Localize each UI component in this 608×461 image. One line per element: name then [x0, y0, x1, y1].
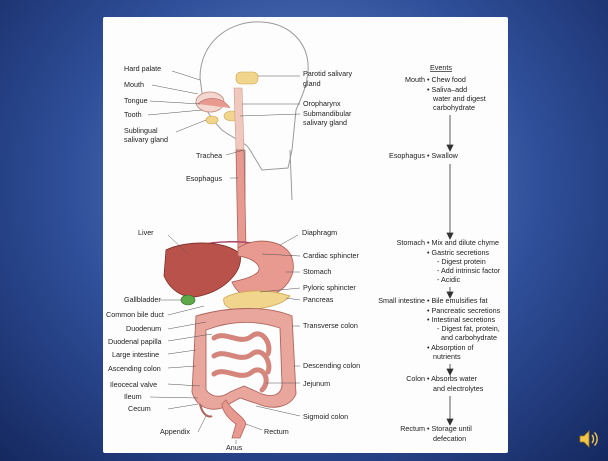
label-tooth: Tooth — [124, 110, 142, 119]
small-intestine — [214, 334, 269, 390]
event-mouth-line-1: • Chew food — [427, 75, 466, 84]
event-mouth-line-2: • Saliva–add — [427, 85, 467, 94]
label-gallbladder: Gallbladder — [124, 295, 161, 304]
label-submandibular-2: salivary gland — [303, 118, 347, 127]
label-large-intestine: Large intestine — [112, 350, 159, 359]
label-mouth: Mouth — [124, 80, 144, 89]
neck-outline — [245, 150, 292, 200]
pancreas-shape — [224, 291, 290, 310]
label-stomach: Stomach — [303, 267, 331, 276]
diagram-card: Hard palate Mouth Tongue Tooth Sublingua… — [103, 17, 508, 453]
label-sublingual-1: Sublingual — [124, 126, 158, 135]
label-transverse-colon: Transverse colon — [303, 321, 358, 330]
label-duodenal-papilla: Duodenal papilla — [108, 337, 162, 346]
speaker-icon[interactable] — [578, 429, 600, 449]
event-rectum-line-2: defecation — [433, 434, 466, 443]
event-si-line-6: • Absorption of — [427, 343, 473, 352]
event-organ-colon: Colon — [406, 374, 425, 383]
event-mouth-line-3: water and digest — [432, 94, 486, 103]
label-esophagus: Esophagus — [186, 174, 222, 183]
label-sigmoid-colon: Sigmoid colon — [303, 412, 348, 421]
label-submandibular-1: Submandibular — [303, 109, 352, 118]
event-stomach-line-4: - Add intrinsic factor — [437, 266, 501, 275]
rectum-shape — [222, 400, 246, 438]
gallbladder-shape — [181, 295, 195, 305]
label-parotid-2: gland — [303, 79, 321, 88]
event-colon-line-2: and electrolytes — [433, 384, 484, 393]
event-si-line-7: nutrients — [433, 352, 461, 361]
event-stomach-line-3: - Digest protein — [437, 257, 486, 266]
label-ascending-colon: Ascending colon — [108, 364, 161, 373]
label-cecum: Cecum — [128, 404, 151, 413]
label-parotid-1: Parotid salivary — [303, 69, 353, 78]
sublingual-gland — [206, 116, 218, 124]
label-ileocecal-valve: Ileocecal valve — [110, 380, 157, 389]
label-cardiac-sphincter: Cardiac sphincter — [303, 251, 360, 260]
event-stomach-line-5: - Acidic — [437, 275, 461, 284]
event-stomach-line-1: • Mix and dilute chyme — [427, 238, 499, 247]
event-stomach-line-2: • Gastric secretions — [427, 248, 489, 257]
label-anus: Anus — [226, 443, 243, 452]
event-rectum-line-1: • Storage until — [427, 424, 472, 433]
event-si-line-4: - Digest fat, protein, — [437, 324, 500, 333]
oropharynx — [234, 88, 244, 150]
label-appendix: Appendix — [160, 427, 190, 436]
event-organ-mouth: Mouth — [405, 75, 425, 84]
event-organ-stomach: Stomach — [397, 238, 425, 247]
event-si-line-5: and carbohydrate — [441, 333, 497, 342]
parotid-gland — [236, 72, 258, 84]
label-pancreas: Pancreas — [303, 295, 334, 304]
liver-shape — [164, 243, 241, 297]
label-rectum: Rectum — [264, 427, 289, 436]
label-sublingual-2: salivary gland — [124, 135, 168, 144]
digestive-system-diagram: Hard palate Mouth Tongue Tooth Sublingua… — [103, 17, 508, 453]
label-tongue: Tongue — [124, 96, 148, 105]
esophagus-tube — [236, 150, 246, 250]
event-organ-esophagus: Esophagus — [389, 151, 425, 160]
label-diaphragm: Diaphragm — [302, 228, 337, 237]
event-si-line-1: • Bile emulsifies fat — [427, 296, 487, 305]
label-oropharynx: Oropharynx — [303, 99, 341, 108]
label-hard-palate: Hard palate — [124, 64, 161, 73]
event-colon-line-1: • Absorbs water — [427, 374, 478, 383]
event-esophagus-line-1: • Swallow — [427, 151, 459, 160]
label-jejunum: Jejunum — [303, 379, 330, 388]
label-trachea: Trachea — [196, 151, 222, 160]
label-ileum: Ileum — [124, 392, 142, 401]
event-mouth-line-4: carbohydrate — [433, 103, 475, 112]
label-common-bile-duct: Common bile duct — [106, 310, 164, 319]
event-si-line-3: • Intestinal secretions — [427, 315, 495, 324]
event-organ-rectum: Rectum — [400, 424, 425, 433]
events-header: Events — [430, 63, 452, 72]
label-descending-colon: Descending colon — [303, 361, 360, 370]
label-duodenum: Duodenum — [126, 324, 161, 333]
label-pyloric-sphincter: Pyloric sphincter — [303, 283, 356, 292]
label-liver: Liver — [138, 228, 154, 237]
event-si-line-2: • Pancreatic secretions — [427, 306, 501, 315]
event-organ-small-intestine: Small intestine — [378, 296, 425, 305]
